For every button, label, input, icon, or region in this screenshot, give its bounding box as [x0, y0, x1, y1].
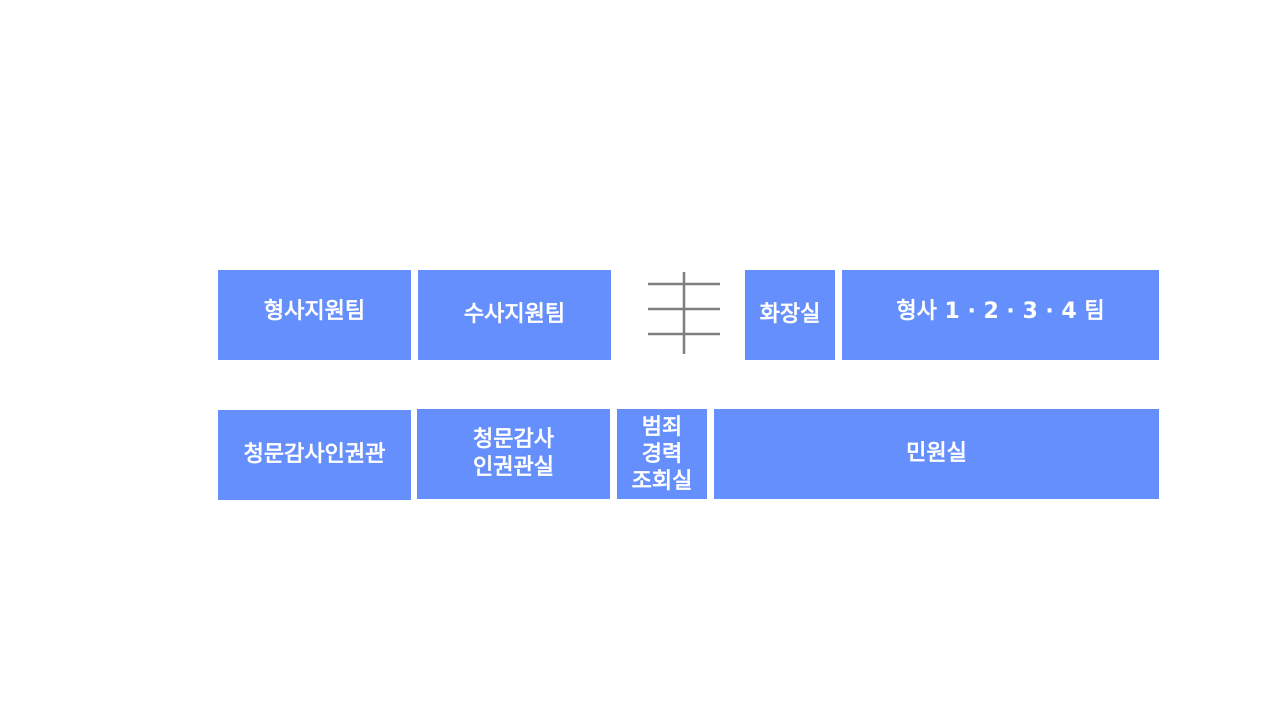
- room-investigation-support-team: 수사지원팀: [418, 270, 611, 360]
- room-restroom: 화장실: [745, 270, 835, 360]
- stairs-icon: [648, 272, 720, 354]
- room-label: 청문감사인권관: [243, 442, 386, 467]
- room-civil-affairs-office: 민원실: [714, 409, 1159, 499]
- room-label: 화장실: [759, 302, 821, 327]
- room-label: 청문감사 인권관실: [473, 427, 554, 480]
- room-label: 형사지원팀: [263, 299, 366, 324]
- room-label: 수사지원팀: [463, 302, 566, 327]
- room-criminal-teams: 형사 1 · 2 · 3 · 4 팀: [842, 270, 1159, 360]
- room-hearing-audit-office: 청문감사 인권관실: [417, 409, 610, 499]
- room-criminal-support-team: 형사지원팀: [218, 270, 411, 360]
- room-hearing-audit-officer: 청문감사인권관: [218, 410, 411, 500]
- room-label: 형사 1 · 2 · 3 · 4 팀: [896, 299, 1105, 324]
- room-label: 범죄 경력 조회실: [631, 414, 693, 494]
- room-label: 민원실: [906, 441, 967, 466]
- room-criminal-record-office: 범죄 경력 조회실: [617, 409, 707, 499]
